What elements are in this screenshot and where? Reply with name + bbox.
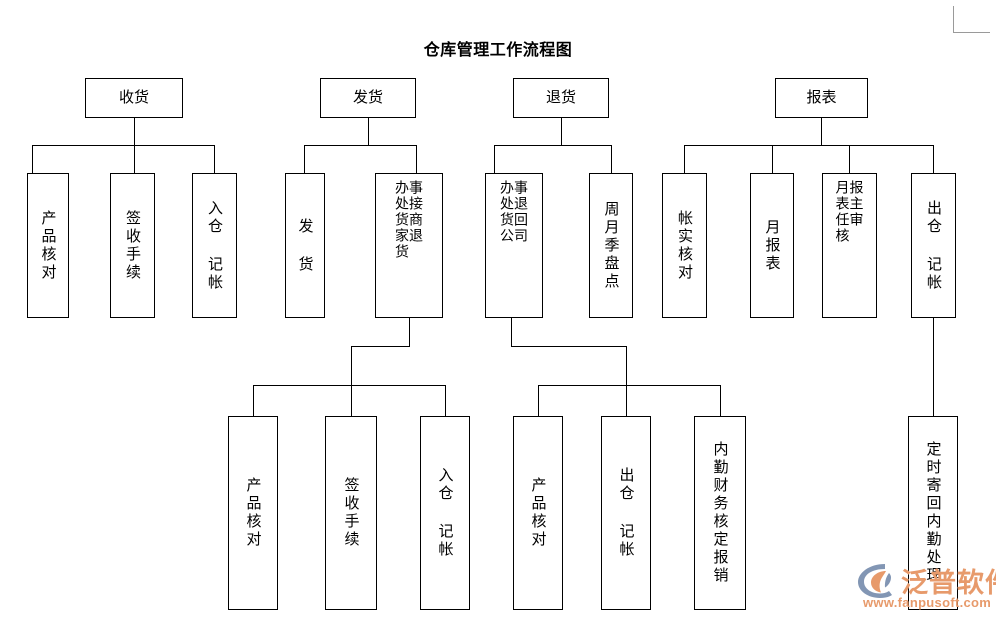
connector-returns-sub-descend <box>626 346 627 385</box>
node-label: 月报表 <box>763 218 781 273</box>
node-label: 产品核对 <box>244 477 262 549</box>
connector-shipping-drop-1 <box>304 145 305 173</box>
connector-returns-bus <box>494 145 611 146</box>
node-shipping-root[interactable]: 发货 <box>320 78 416 118</box>
node-label-col-right: 报主审 <box>848 180 865 228</box>
node-inbound-record-shipping[interactable]: 入仓 记帐 <box>420 416 470 610</box>
node-outbound-record-reports[interactable]: 出仓 记帐 <box>911 173 956 318</box>
node-product-check-receiving[interactable]: 产品核对 <box>27 173 69 318</box>
connector-receiving-drop-3 <box>214 145 215 173</box>
node-handle-merchant-return[interactable]: 事接商退 办处货家货 <box>375 173 443 318</box>
node-report-supervisor-review[interactable]: 报主审 月表任核 <box>822 173 877 318</box>
node-inbound-record-receiving[interactable]: 入仓 记帐 <box>192 173 237 318</box>
connector-shipping-sub-drop-2 <box>351 385 352 416</box>
node-reports-root[interactable]: 报表 <box>775 78 868 118</box>
node-label: 入仓 记帐 <box>206 199 223 292</box>
node-outbound-record-returns[interactable]: 出仓 记帐 <box>601 416 651 610</box>
connector-returns-sub-jog <box>511 346 626 347</box>
node-scheduled-mail-to-admin[interactable]: 定时寄回内勤处理 <box>908 416 958 610</box>
node-signoff-procedure-shipping[interactable]: 签收手续 <box>325 416 377 610</box>
connector-shipping-sub-stem <box>409 318 410 346</box>
node-monthly-report[interactable]: 月报表 <box>750 173 794 318</box>
connector-reports-drop-1 <box>684 145 685 173</box>
node-label: 出仓 记帐 <box>925 199 942 292</box>
node-label-col-left: 月表任核 <box>834 180 851 244</box>
connector-shipping-drop-2 <box>416 145 417 173</box>
node-periodic-stocktake[interactable]: 周月季盘点 <box>589 173 633 318</box>
connector-shipping-sub-descend <box>351 346 352 385</box>
node-label: 收货 <box>118 89 149 107</box>
node-label: 发 货 <box>296 217 314 274</box>
connector-returns-stem <box>561 118 562 145</box>
node-ledger-stock-reconciliation[interactable]: 帐实核对 <box>662 173 707 318</box>
node-label: 内勤财务核定报销 <box>711 441 729 585</box>
connector-shipping-sub-bus <box>253 385 445 386</box>
node-label: 退货 <box>545 89 576 107</box>
node-label: 周月季盘点 <box>602 200 620 291</box>
connector-receiving-drop-1 <box>32 145 33 173</box>
node-label: 报表 <box>806 89 837 107</box>
fanpu-logo-icon <box>858 564 892 598</box>
node-label: 帐实核对 <box>676 209 693 282</box>
node-label: 产品核对 <box>529 477 547 549</box>
node-admin-finance-reimbursement[interactable]: 内勤财务核定报销 <box>694 416 746 610</box>
connector-receiving-drop-2 <box>134 145 135 173</box>
connector-receiving-stem <box>134 118 135 145</box>
connector-shipping-stem <box>368 118 369 145</box>
connector-reports-drop-3 <box>849 145 850 173</box>
connector-returns-sub-drop-2 <box>626 385 627 416</box>
connector-returns-sub-drop-3 <box>720 385 721 416</box>
node-label: 入仓 记帐 <box>436 467 454 559</box>
node-returns-root[interactable]: 退货 <box>513 78 609 118</box>
page-corner-mark <box>953 6 990 33</box>
node-product-check-shipping[interactable]: 产品核对 <box>228 416 278 610</box>
node-label-col-right: 事接商退 <box>408 180 424 244</box>
node-signoff-procedure-receiving[interactable]: 签收手续 <box>110 173 155 318</box>
node-label: 签收手续 <box>342 477 360 549</box>
node-label-col-left: 办处货家货 <box>394 180 410 260</box>
connector-returns-drop-1 <box>494 145 495 173</box>
connector-reports-drop-4 <box>933 145 934 173</box>
connector-shipping-sub-drop-3 <box>445 385 446 416</box>
page-title: 仓库管理工作流程图 <box>423 42 573 59</box>
connector-reports-sub-drop <box>933 318 934 416</box>
connector-reports-bus <box>684 145 933 146</box>
node-label: 签收手续 <box>124 209 141 282</box>
node-receiving-root[interactable]: 收货 <box>85 78 183 118</box>
connector-shipping-sub-jog <box>351 346 410 347</box>
connector-returns-drop-2 <box>611 145 612 173</box>
node-label: 产品核对 <box>39 209 57 282</box>
node-label: 发货 <box>352 89 383 107</box>
connector-shipping-sub-drop-1 <box>253 385 254 416</box>
connector-returns-sub-drop-1 <box>538 385 539 416</box>
node-handle-return-to-company[interactable]: 事退回司 办处货公 <box>485 173 543 318</box>
connector-shipping-bus <box>304 145 417 146</box>
node-ship-goods[interactable]: 发 货 <box>285 173 325 318</box>
connector-returns-sub-bus <box>538 385 720 386</box>
node-label-col-left: 办处货公 <box>499 180 515 244</box>
connector-receiving-bus <box>32 145 214 146</box>
node-label: 出仓 记帐 <box>617 467 635 559</box>
connector-reports-stem <box>821 118 822 145</box>
node-product-check-returns[interactable]: 产品核对 <box>513 416 563 610</box>
node-label: 定时寄回内勤处理 <box>924 441 942 585</box>
node-label-col-right: 事退回司 <box>513 180 529 244</box>
connector-returns-sub-stem <box>511 318 512 346</box>
connector-reports-drop-2 <box>772 145 773 173</box>
